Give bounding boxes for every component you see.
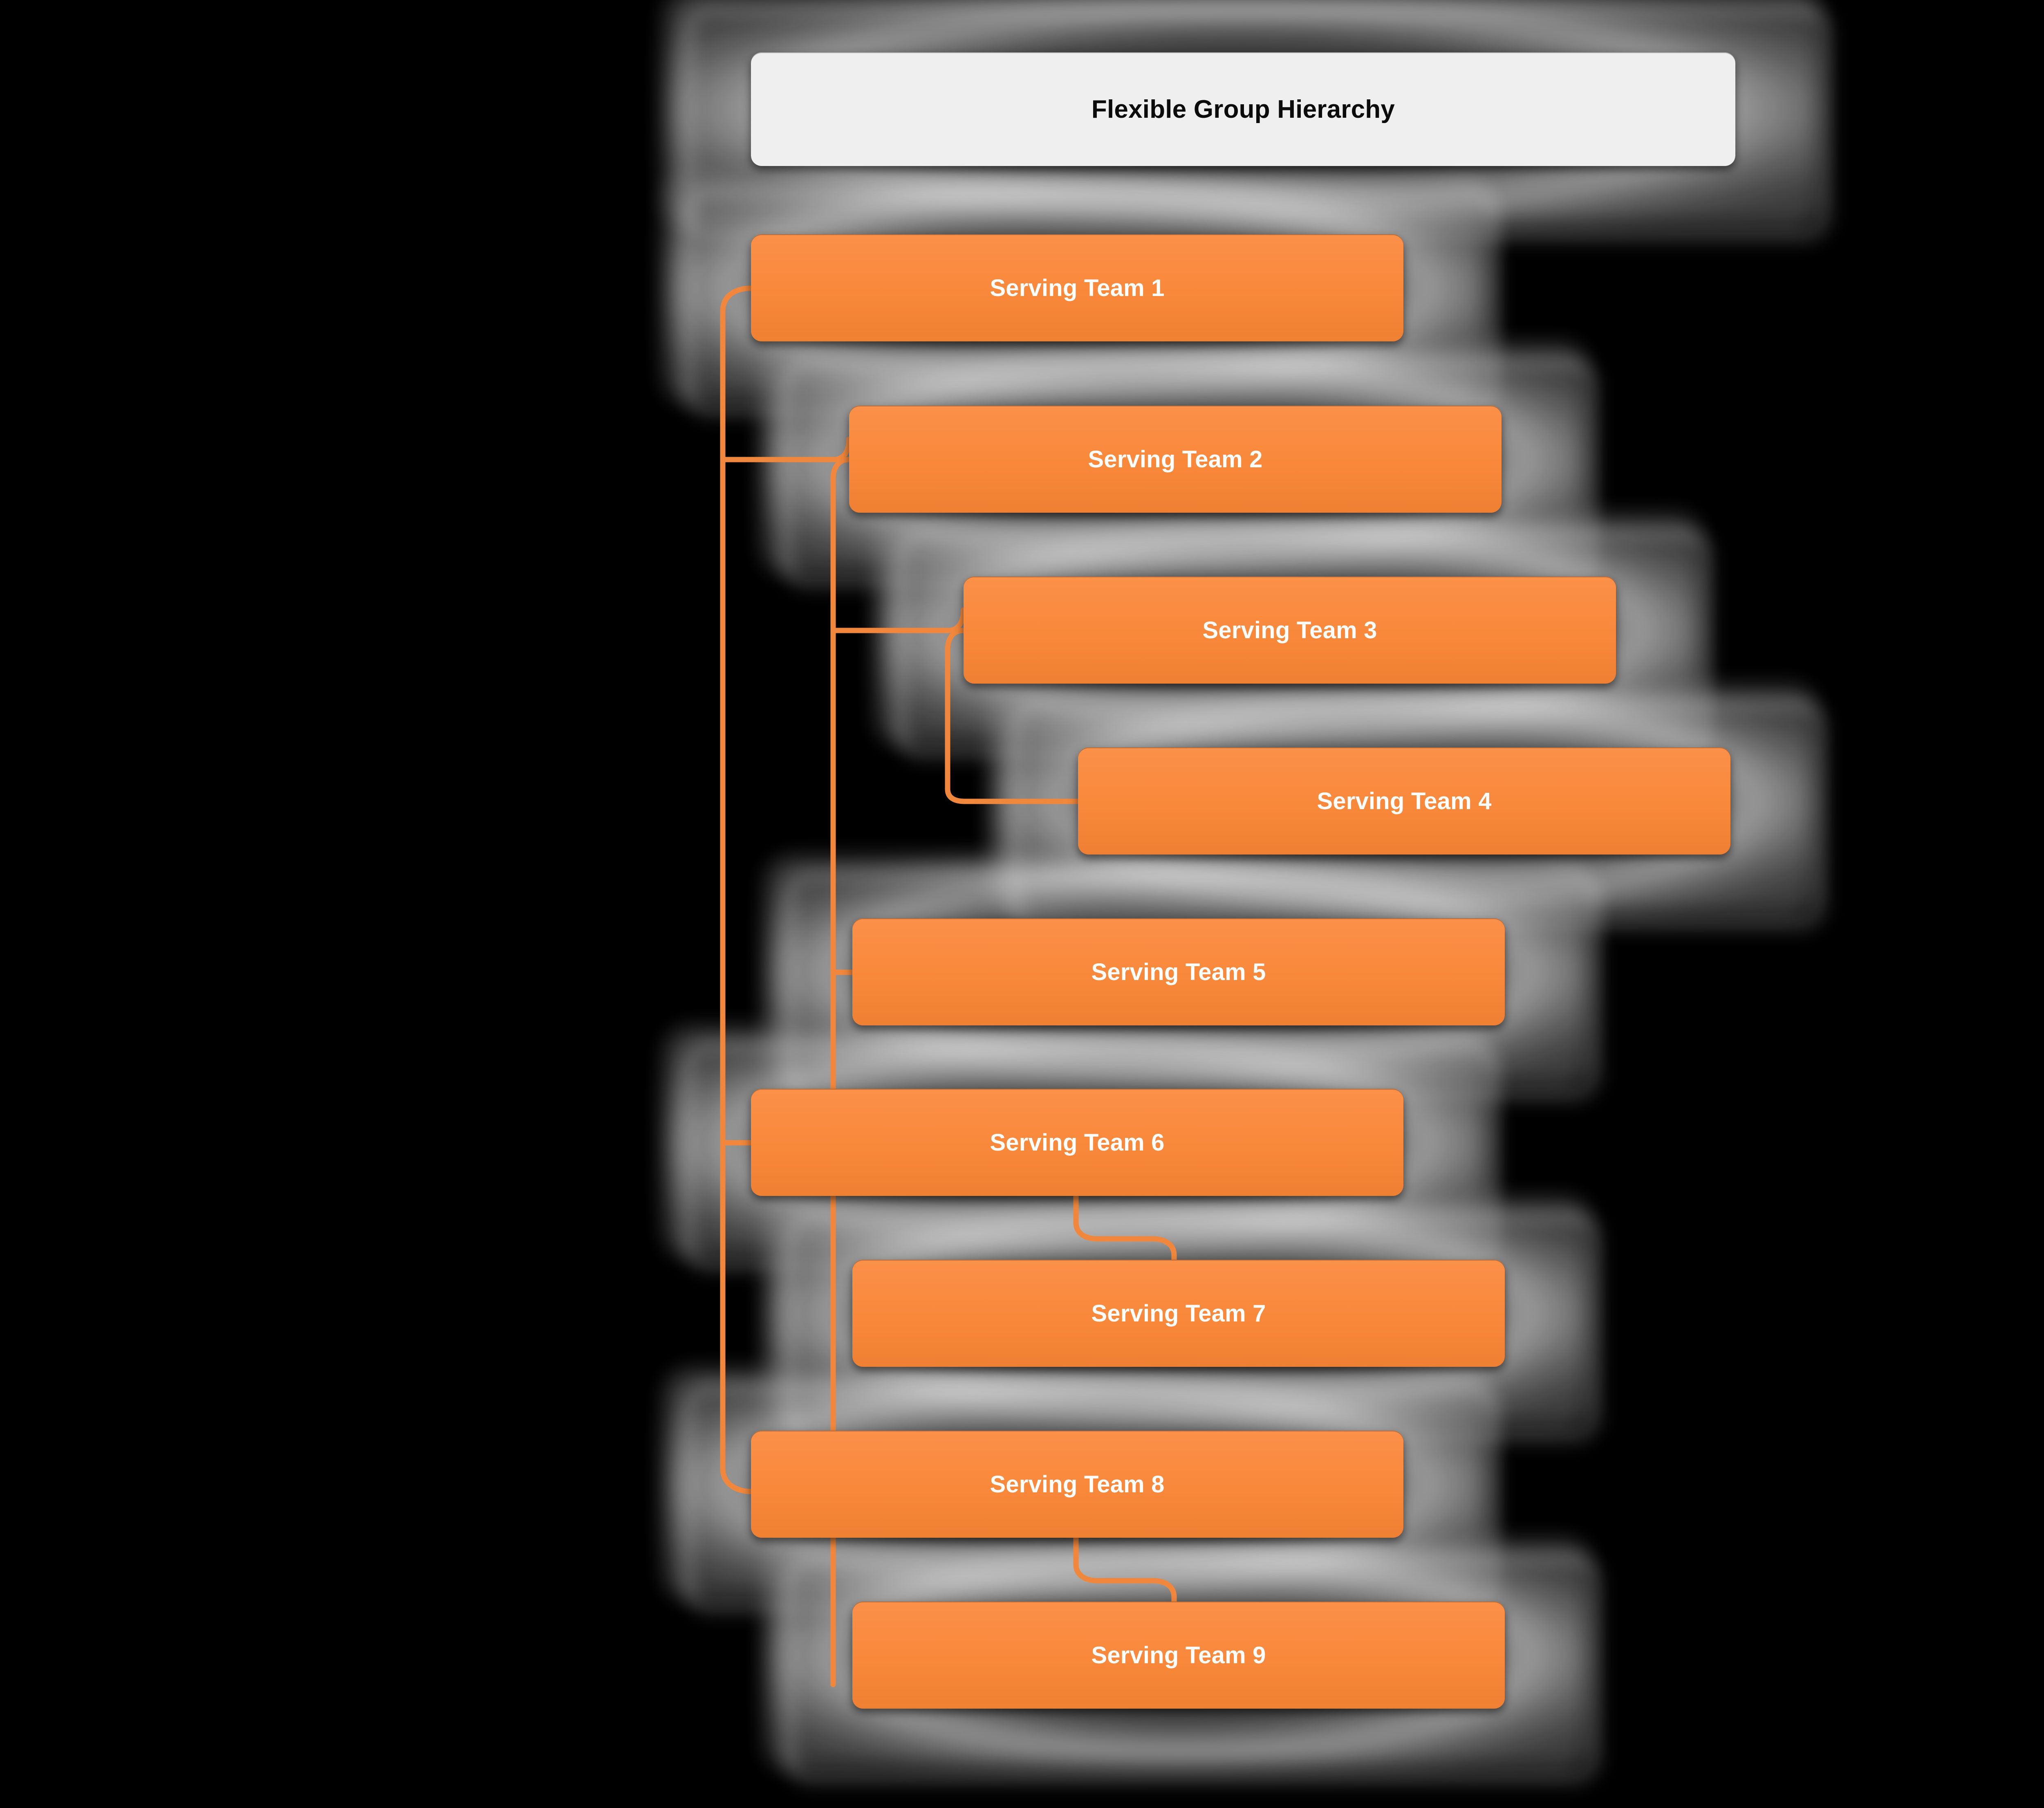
connector-bus-from-team1 [720,285,754,1494]
node-label: Serving Team 7 [1091,1300,1266,1327]
node-card-team2[interactable]: Serving Team 2 [849,406,1502,513]
node-card-team5[interactable]: Serving Team 5 [852,918,1505,1025]
node-card-team9[interactable]: Serving Team 9 [852,1602,1505,1709]
diagram-title-card[interactable]: Flexible Group Hierarchy [751,52,1735,166]
connector-s-team8-to-team9 [1073,1535,1177,1604]
node-label: Serving Team 6 [990,1129,1165,1156]
node-label: Serving Team 8 [990,1471,1165,1498]
node-card-team8[interactable]: Serving Team 8 [751,1431,1403,1538]
node-label: Serving Team 9 [1091,1642,1266,1669]
node-card-team1[interactable]: Serving Team 1 [751,234,1403,341]
connector-branch-team2-to-team3 [830,607,966,633]
node-card-team4[interactable]: Serving Team 4 [1078,747,1730,855]
node-card-team6[interactable]: Serving Team 6 [751,1089,1403,1196]
node-label: Serving Team 5 [1091,958,1266,985]
connector-s-team6-to-team7 [1073,1193,1177,1263]
diagram-title-text: Flexible Group Hierarchy [1091,95,1395,123]
node-label: Serving Team 4 [1317,787,1492,814]
node-label: Serving Team 1 [990,274,1165,301]
node-label: Serving Team 2 [1088,446,1263,473]
node-card-team3[interactable]: Serving Team 3 [964,576,1616,684]
connector-bus-from-team3 [945,628,968,804]
node-label: Serving Team 3 [1202,617,1377,644]
connector-branch-team1-to-team2 [720,436,852,462]
node-card-team7[interactable]: Serving Team 7 [852,1260,1505,1367]
